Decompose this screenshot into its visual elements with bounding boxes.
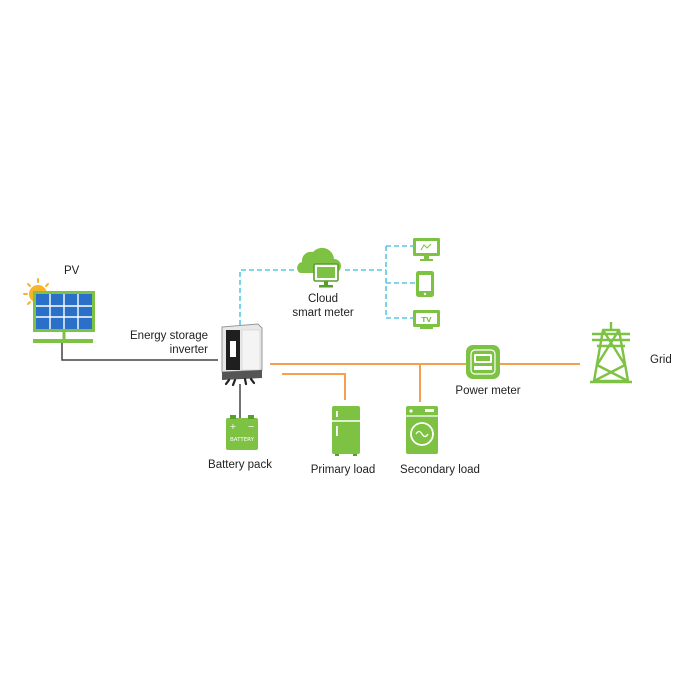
inverter-label-line2: inverter [169,344,208,356]
grid-label: Grid [650,354,672,366]
power-meter-label: Power meter [455,385,521,397]
battery-icon: + − BATTERY [226,415,258,450]
cloud-label-line2: smart meter [292,307,354,319]
cloud-label-line1: Cloud [307,293,339,305]
monitor-icon [413,238,440,261]
tv-badge-text: TV [421,316,432,324]
inverter-to-cloud-dashed-line [239,269,295,325]
connection-lines [61,245,580,418]
cloud-smart-meter-icon [297,247,341,288]
inverter-label-line1: Energy storage [130,330,208,342]
secondary-load-label: Secondary load [400,464,480,476]
primary-load-label: Primary load [310,464,376,476]
pv-to-inverter-line [61,340,218,361]
power-meter-icon [466,345,500,379]
pv-label: PV [64,265,80,277]
battery-plus-text: + [230,422,237,431]
washing-machine-icon [406,406,438,454]
battery-badge-text: BATTERY [230,437,255,443]
fridge-icon [332,406,360,456]
phone-icon [416,271,434,297]
inverter-icon [221,323,263,387]
battery-label: Battery pack [208,459,272,471]
grid-tower-icon [590,322,632,384]
tv-icon: TV [413,310,440,329]
solar-panel-icon [33,291,95,343]
battery-minus-text: − [248,422,255,431]
primary-load-line [282,373,346,400]
